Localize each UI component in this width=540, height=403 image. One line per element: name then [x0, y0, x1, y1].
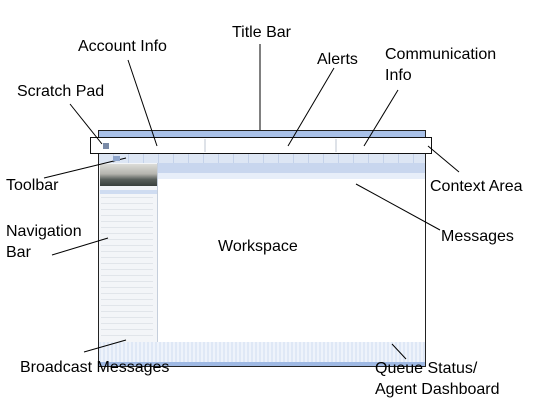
- leader-queue-status: [391, 343, 407, 360]
- leader-scratch-pad: [69, 103, 103, 145]
- label-communication-info-line2: Info: [385, 67, 412, 84]
- label-queue-status-line2: Agent Dashboard: [375, 381, 500, 398]
- label-messages: Messages: [441, 228, 514, 245]
- label-scratch-pad: Scratch Pad: [17, 83, 105, 100]
- leader-navigation-bar: [51, 237, 109, 256]
- label-title-bar: Title Bar: [232, 24, 291, 41]
- workspace-region: [158, 179, 425, 342]
- label-navigation-bar-line2: Bar: [6, 244, 31, 261]
- context-area-region: [158, 163, 425, 173]
- navigation-highlight: [100, 190, 157, 194]
- label-toolbar: Toolbar: [6, 177, 59, 194]
- leader-context-area: [427, 145, 460, 173]
- label-context-area: Context Area: [430, 178, 523, 195]
- navigation-list-lines: [101, 197, 153, 337]
- label-workspace: Workspace: [218, 238, 298, 255]
- label-broadcast-messages: Broadcast Messages: [20, 359, 170, 376]
- toolbar-button-marker: [113, 156, 120, 161]
- label-alerts: Alerts: [317, 51, 358, 68]
- communication-bar-region: [90, 137, 432, 154]
- leader-broadcast-messages: [83, 339, 127, 353]
- label-queue-status-line1: Queue Status/: [375, 360, 478, 377]
- leader-alerts: [287, 67, 335, 147]
- leader-account-info: [127, 59, 158, 147]
- navigation-header-image: [100, 164, 157, 186]
- leader-messages: [355, 183, 441, 231]
- toolbar-region: [99, 154, 425, 163]
- scratch-pad-marker: [103, 143, 109, 149]
- messages-region: [158, 173, 425, 179]
- label-account-info: Account Info: [78, 38, 167, 55]
- leader-communication-info: [363, 89, 399, 147]
- label-communication-info-line1: Communication: [385, 46, 497, 63]
- queue-status-region: [99, 362, 425, 366]
- label-navigation-bar-line1: Navigation: [6, 223, 82, 240]
- title-bar-region: [99, 131, 425, 137]
- leader-toolbar: [43, 157, 127, 179]
